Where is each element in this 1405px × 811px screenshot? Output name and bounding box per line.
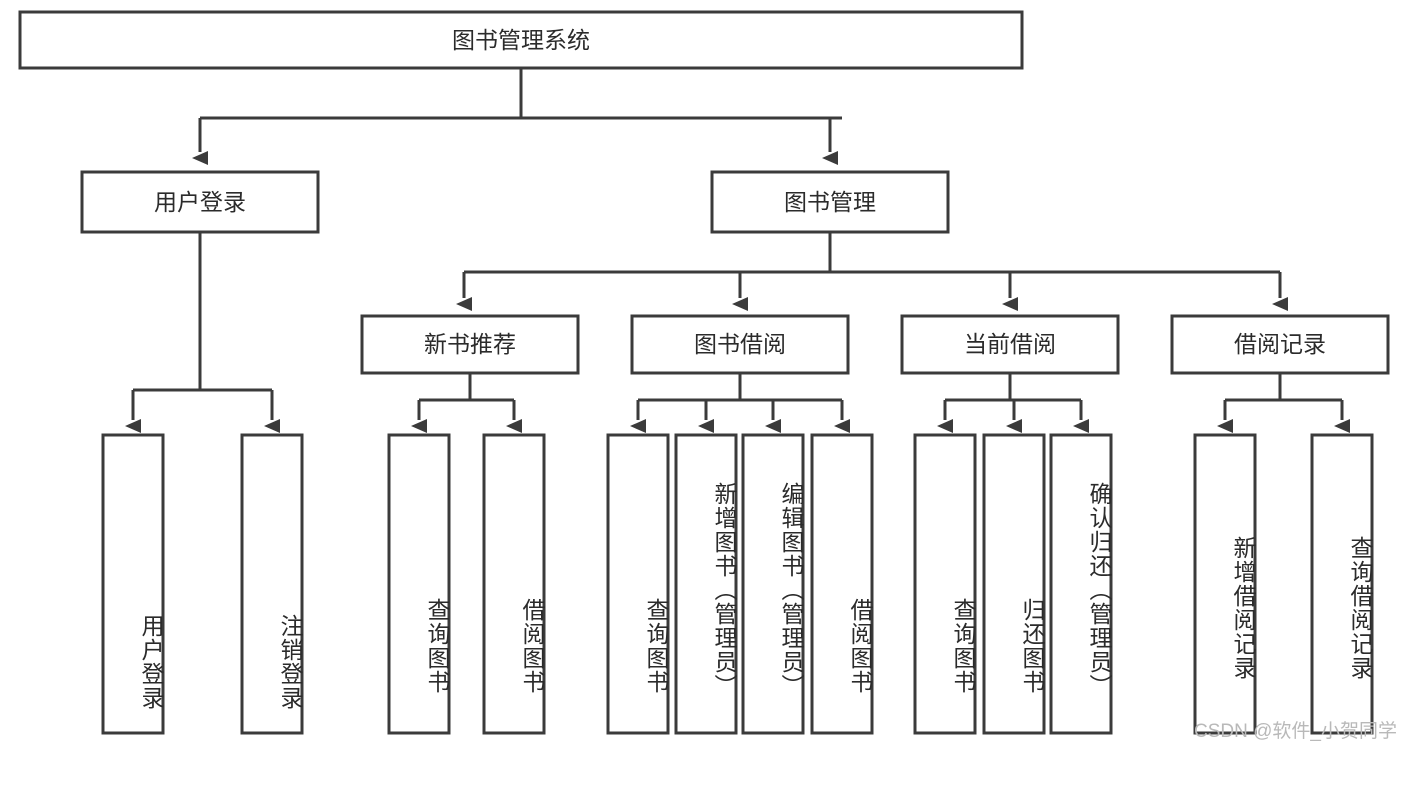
connector-userlogin-to-leaves — [125, 232, 280, 433]
node-new-book-recommend-label: 新书推荐 — [424, 331, 516, 357]
leaf-box-query-book-c[interactable] — [913, 433, 977, 735]
node-root-title-label: 图书管理系统 — [452, 27, 590, 53]
node-root-title[interactable]: 图书管理系统 — [18, 10, 1024, 70]
leaf-box-query-book-a[interactable] — [387, 433, 451, 735]
flowchart-canvas: 图书管理系统 用户登录 图书管理 新书推荐 图书借阅 当前借阅 借阅记录 — [18, 10, 1397, 742]
leaf-box-confirm-return-admin[interactable] — [1049, 433, 1113, 735]
csdn-watermark: CSDN @软件_小贺同学 — [1194, 721, 1397, 742]
node-book-management-label: 图书管理 — [784, 189, 876, 215]
node-book-borrow-label: 图书借阅 — [694, 331, 786, 357]
connector-newbook-to-leaves — [411, 373, 522, 433]
leaf-box-return-book[interactable] — [982, 433, 1046, 735]
node-book-management[interactable]: 图书管理 — [710, 170, 950, 234]
leaf-box-user-login[interactable] — [101, 433, 165, 735]
flowchart-svg: 图书管理系统 用户登录 图书管理 新书推荐 图书借阅 当前借阅 借阅记录 — [18, 10, 1390, 735]
connector-root-to-level1 — [192, 68, 842, 165]
leaf-box-add-book-admin[interactable] — [674, 433, 738, 735]
node-user-login-label: 用户登录 — [154, 189, 246, 215]
leaf-box-query-record[interactable] — [1310, 433, 1374, 735]
connector-bookmgmt-to-level2 — [456, 232, 1288, 311]
node-book-borrow[interactable]: 图书借阅 — [630, 314, 850, 375]
node-current-borrow[interactable]: 当前借阅 — [900, 314, 1120, 375]
leaf-box-logout[interactable] — [240, 433, 304, 735]
leaf-box-borrow-book-a[interactable] — [482, 433, 546, 735]
node-borrow-record-label: 借阅记录 — [1234, 331, 1326, 357]
connector-currentborrow-to-leaves — [937, 373, 1089, 433]
leaf-box-edit-book-admin[interactable] — [741, 433, 805, 735]
leaf-box-query-book-b[interactable] — [606, 433, 670, 735]
node-user-login[interactable]: 用户登录 — [80, 170, 320, 234]
leaf-box-add-record[interactable] — [1193, 433, 1257, 735]
connector-borrowrecord-to-leaves — [1217, 373, 1350, 433]
node-new-book-recommend[interactable]: 新书推荐 — [360, 314, 580, 375]
node-current-borrow-label: 当前借阅 — [964, 331, 1056, 357]
node-borrow-record[interactable]: 借阅记录 — [1170, 314, 1390, 375]
leaf-box-borrow-book-b[interactable] — [810, 433, 874, 735]
connector-bookborrow-to-leaves — [630, 373, 850, 433]
